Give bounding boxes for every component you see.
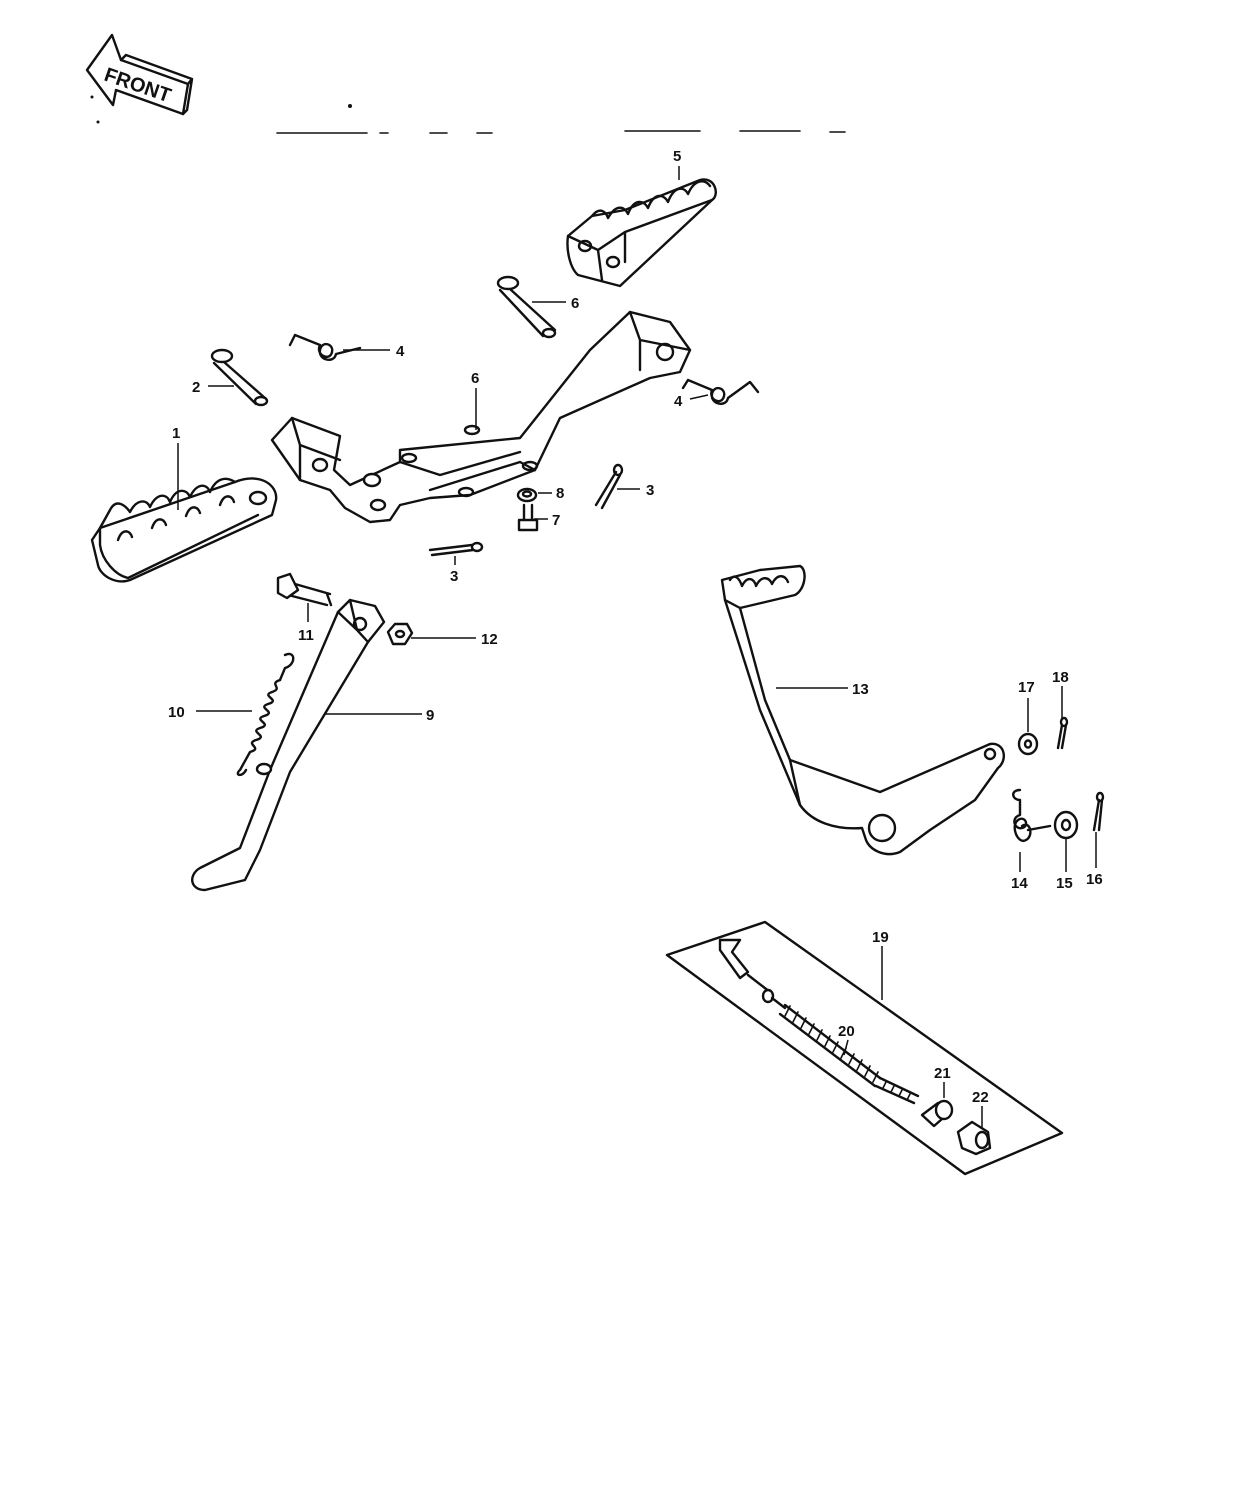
bolt-11 [276,572,333,607]
callout-14: 14 [1011,875,1028,892]
callout-13: 13 [852,681,869,698]
bolt-7 [517,503,539,532]
clevis-pin-6 [496,275,557,339]
callout-12: 12 [481,631,498,648]
front-arrow-icon: FRONT [85,33,194,116]
leader-lines [177,166,1097,1128]
spring-14 [1012,788,1052,842]
callout-16: 16 [1086,871,1103,888]
callout-20: 20 [838,1023,855,1040]
rod-kit-19 [665,920,1064,1176]
washer-15 [1053,810,1079,840]
spring-10 [236,652,295,777]
callout-10: 10 [168,704,185,721]
callout-1: 1 [172,425,180,442]
callout-21: 21 [934,1065,951,1082]
callout-11: 11 [298,627,314,644]
callout-2: 2 [192,379,200,396]
washer-17 [1017,732,1039,756]
footpeg-right [566,178,717,288]
callout-3-right: 3 [646,482,654,499]
callout-19: 19 [872,929,889,946]
callout-6-bracket: 6 [471,370,479,387]
spring-4-right [681,378,760,405]
spring-4-left [288,333,362,361]
nut-12 [386,622,414,646]
callout-4-left: 4 [396,343,405,360]
callout-8: 8 [556,485,564,502]
callout-9: 9 [426,707,434,724]
adjusting-nut-22 [956,1120,992,1156]
footpeg-bracket [270,310,692,524]
callout-17: 17 [1018,679,1035,696]
callout-labels: 1 2 3 3 4 4 5 6 6 7 8 9 10 11 12 13 14 1… [168,148,1103,1106]
pivot-21 [920,1099,954,1128]
cotter-pin-18 [1056,716,1069,750]
cotter-pin-16 [1092,791,1105,832]
callout-15: 15 [1056,875,1073,892]
washer-8 [516,487,538,503]
brake-rod-20 [718,938,920,1105]
footpeg-left [90,477,278,583]
cotter-pin-3-right [594,463,624,510]
callout-18: 18 [1052,669,1069,686]
brake-pedal-13 [720,564,1006,856]
callout-6-upper: 6 [571,295,579,312]
scan-marks [90,95,846,134]
clevis-pin-2 [210,348,269,407]
callout-5: 5 [673,148,681,165]
cotter-pin-3-lower [428,541,484,557]
side-stand-9 [191,598,386,892]
callout-7: 7 [552,512,560,529]
callout-3-lower: 3 [450,568,458,585]
callout-22: 22 [972,1089,989,1106]
callout-4-right: 4 [674,393,683,410]
